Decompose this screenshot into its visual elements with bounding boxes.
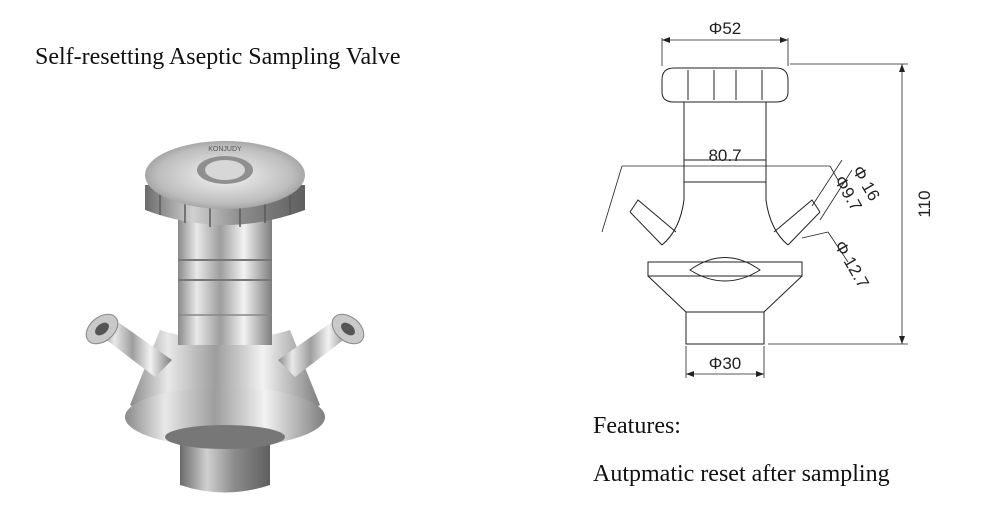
- left-side-tube: [100, 320, 172, 377]
- bottom-outlet: [180, 440, 270, 493]
- features-heading: Features:: [593, 413, 681, 439]
- drawing-neck: [661, 102, 789, 246]
- valve-photo: KONJUDY: [85, 141, 365, 493]
- right-side-tube: [278, 320, 350, 377]
- drawing-mid-band: [647, 261, 803, 277]
- drawing-right-tube: [773, 199, 821, 246]
- dim-mid-width: 80.7: [708, 146, 741, 165]
- dim-bottom-width: Φ30: [709, 354, 741, 373]
- cap-brand-text: KONJUDY: [208, 146, 242, 153]
- drawing-left-tube: [629, 199, 677, 246]
- drawing-lower-cone: [647, 275, 803, 313]
- dim-outlet-tube: Φ 12.7: [831, 238, 873, 292]
- drawing-cap: [661, 67, 789, 103]
- feature-item: Autpmatic reset after sampling: [593, 461, 890, 487]
- dim-top-width: Φ52: [709, 19, 741, 38]
- page-title: Self-resetting Aseptic Sampling Valve: [35, 44, 401, 70]
- cap-center-hole: [205, 160, 245, 180]
- drawing-bottom-outlet: [685, 311, 765, 345]
- dim-height: 110: [915, 190, 934, 217]
- dimension-drawing: Φ52 80.7 Φ 16 Φ9.7 Φ 12.7 110 Φ30: [601, 19, 934, 378]
